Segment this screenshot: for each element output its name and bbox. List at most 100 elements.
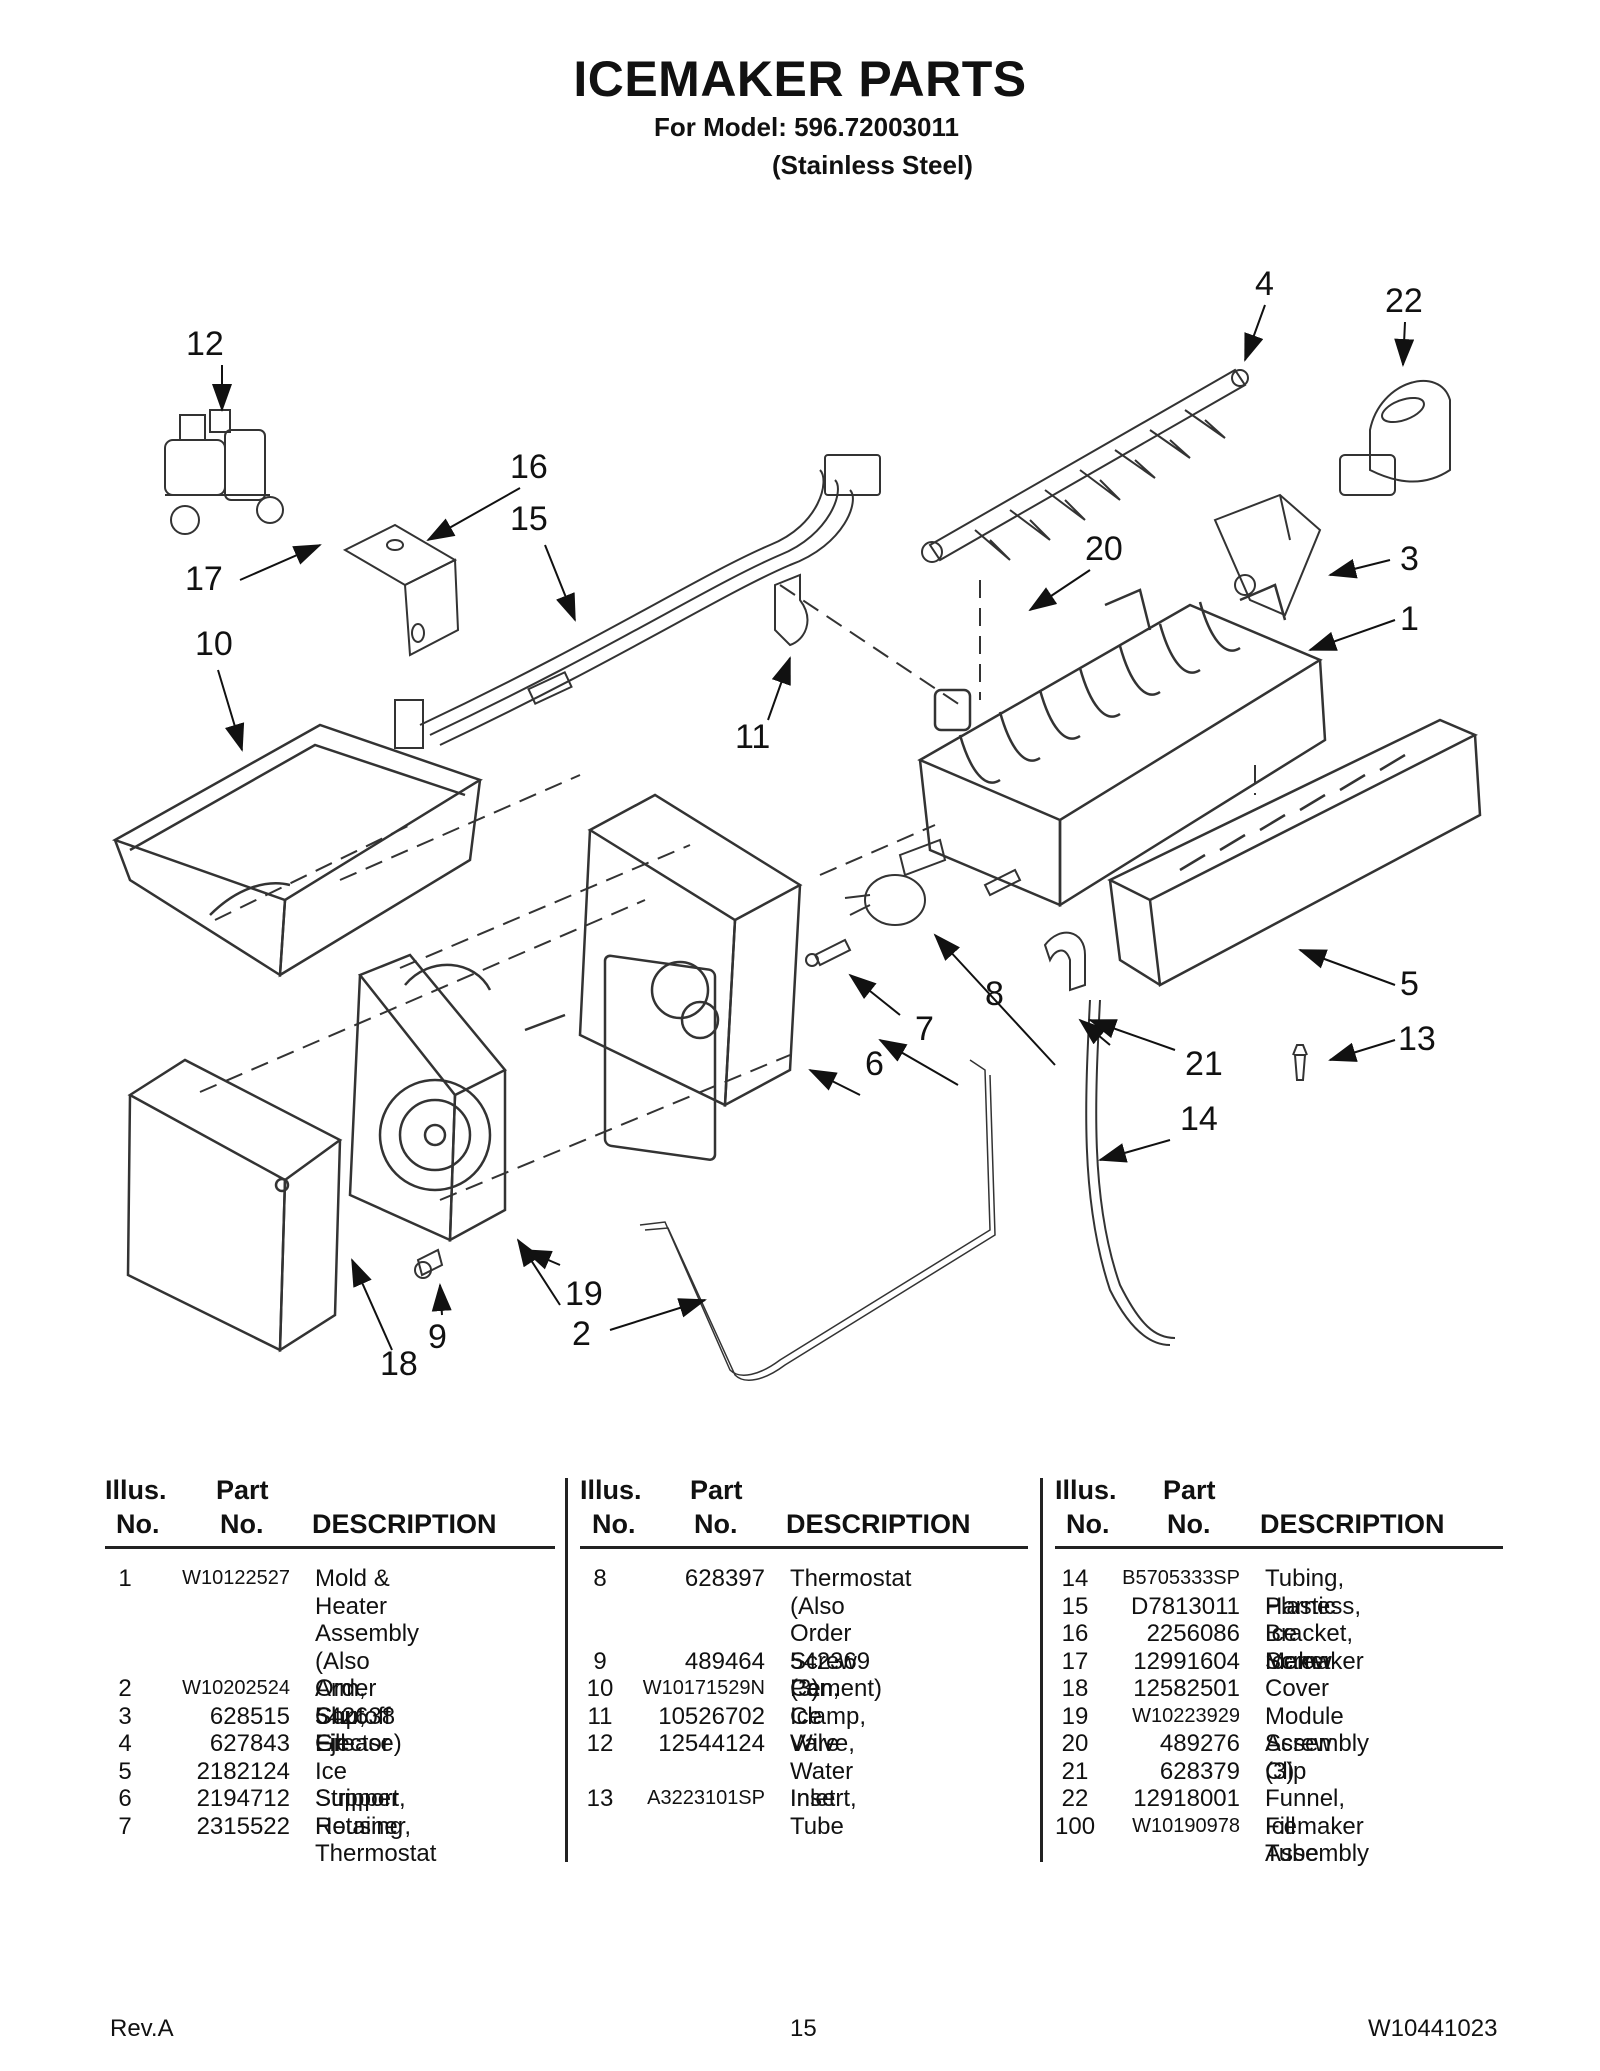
part-number: 628379 xyxy=(1159,1757,1240,1785)
part-thermostat xyxy=(844,838,947,926)
part-number: 2256086 xyxy=(1146,1620,1240,1647)
part-number: 12991604 xyxy=(1133,1647,1240,1675)
callout-10: 10 xyxy=(195,625,233,663)
callout-18: 18 xyxy=(380,1345,418,1383)
part-number: W10202524 xyxy=(182,1677,290,1699)
model-line: For Model: 596.72003011 xyxy=(654,112,959,142)
part-description: Support, Housing xyxy=(315,1785,406,1840)
callout-16: 16 xyxy=(510,448,548,486)
header-part-no: No. xyxy=(694,1509,738,1539)
part-description: Arm, Shutoff xyxy=(315,1675,391,1730)
callout-5: 5 xyxy=(1400,965,1419,1003)
header-part-no: No. xyxy=(220,1509,264,1539)
callout-2: 2 xyxy=(572,1315,591,1353)
part-description: Mold & Heater Assembly (Also Order 54263… xyxy=(315,1565,420,1757)
callout-labels: 12 16 15 17 10 4 22 20 3 1 11 5 8 13 21 … xyxy=(185,265,1436,1383)
finish-line: (Stainless Steel) xyxy=(772,150,973,180)
callout-13: 13 xyxy=(1398,1020,1436,1058)
illus-number: 22 xyxy=(1061,1785,1089,1812)
illus-number: 2 xyxy=(118,1675,132,1702)
part-number: W10122527 xyxy=(182,1567,290,1589)
callout-9: 9 xyxy=(428,1318,447,1356)
header-rule xyxy=(1055,1546,1503,1549)
part-description: Ice Stripper xyxy=(315,1757,400,1813)
callout-3: 3 xyxy=(1400,540,1419,578)
part-number: 628515 xyxy=(209,1702,290,1730)
part-description: Bracket, Icemaker xyxy=(1265,1620,1364,1675)
header-rule xyxy=(105,1546,555,1549)
part-shutoff-arm xyxy=(639,1059,996,1381)
footer-document-number: W10441023 xyxy=(1368,2015,1498,2042)
header-part: Part xyxy=(690,1475,743,1505)
illus-number: 7 xyxy=(118,1812,132,1840)
column-divider xyxy=(1040,1478,1043,1862)
part-description: Clamp, Wire xyxy=(790,1702,867,1758)
header-description: DESCRIPTION xyxy=(312,1509,497,1539)
part-screw-ejector xyxy=(983,868,1022,897)
illus-number: 1 xyxy=(118,1565,132,1592)
part-number: B5705333SP xyxy=(1122,1567,1240,1589)
part-number: 12544124 xyxy=(658,1730,765,1757)
header-illus-no: No. xyxy=(592,1509,636,1539)
part-bracket xyxy=(342,523,460,657)
callout-15: 15 xyxy=(510,500,548,538)
part-tubing xyxy=(1085,999,1176,1346)
illus-number: 3 xyxy=(118,1702,132,1730)
part-number: W10223929 xyxy=(1132,1704,1240,1727)
illus-number: 17 xyxy=(1061,1647,1089,1675)
part-number: 627843 xyxy=(209,1730,290,1757)
callout-14: 14 xyxy=(1180,1100,1218,1138)
part-number: 12582501 xyxy=(1133,1675,1240,1702)
part-number: 2182124 xyxy=(196,1757,290,1785)
part-description: Retainer, Thermostat xyxy=(315,1812,437,1868)
column-divider xyxy=(565,1478,568,1862)
callout-8: 8 xyxy=(985,975,1004,1013)
header-part-no: No. xyxy=(1167,1509,1211,1539)
part-description: Thermostat (Also Order 542369 Cement) xyxy=(790,1565,912,1702)
exploded-parts-diagram: 12 16 15 17 10 4 22 20 3 1 11 5 8 13 21 … xyxy=(111,265,1482,1383)
part-number: W10171529N xyxy=(642,1677,765,1699)
callout-12: 12 xyxy=(186,325,224,363)
part-description: Screw xyxy=(1265,1647,1332,1675)
callout-21: 21 xyxy=(1185,1045,1223,1083)
part-number: 489464 xyxy=(684,1647,765,1675)
header-illus-no: No. xyxy=(1066,1509,1110,1539)
callout-1: 1 xyxy=(1400,600,1419,638)
part-description: Tubing, Plastic xyxy=(1265,1565,1345,1620)
illus-number: 18 xyxy=(1061,1675,1089,1702)
part-harness xyxy=(394,454,881,749)
part-funnel xyxy=(1339,379,1451,496)
part-description: Pan, Ice xyxy=(790,1675,840,1730)
part-ejector xyxy=(921,368,1249,563)
illus-number: 12 xyxy=(586,1730,614,1757)
illus-number: 14 xyxy=(1061,1565,1089,1592)
part-description: Icemaker Assembly xyxy=(1265,1812,1370,1868)
part-water-valve xyxy=(164,409,284,535)
part-description: Insert, Tube xyxy=(790,1785,857,1840)
header-rule xyxy=(580,1546,1028,1549)
header-illus: Illus. xyxy=(1055,1475,1117,1505)
illus-number: 19 xyxy=(1061,1702,1089,1730)
part-clip xyxy=(1043,931,1086,992)
illus-number: 10 xyxy=(586,1675,614,1702)
footer-page-number: 15 xyxy=(790,2015,817,2042)
part-number: 489276 xyxy=(1159,1730,1240,1757)
part-number: 12918001 xyxy=(1133,1785,1240,1812)
illus-number: 6 xyxy=(118,1785,132,1812)
callout-22: 22 xyxy=(1385,282,1423,320)
header-part: Part xyxy=(1163,1475,1216,1505)
part-housing xyxy=(578,793,803,1161)
callout-17: 17 xyxy=(185,560,223,598)
part-number: 628397 xyxy=(684,1565,765,1592)
page-title: ICEMAKER PARTS xyxy=(573,51,1027,107)
callout-7: 7 xyxy=(915,1010,934,1048)
illus-number: 20 xyxy=(1061,1730,1089,1757)
part-description: Screw (3) xyxy=(1265,1730,1332,1785)
callout-20: 20 xyxy=(1085,530,1123,568)
part-number: A3223101SP xyxy=(647,1787,765,1809)
callout-11: 11 xyxy=(735,718,770,756)
part-number: W10190978 xyxy=(1132,1814,1240,1837)
part-description: Harness, Ice Maker xyxy=(1265,1592,1362,1675)
part-description: Cup, Fill xyxy=(315,1702,366,1758)
illus-number: 5 xyxy=(118,1757,132,1785)
